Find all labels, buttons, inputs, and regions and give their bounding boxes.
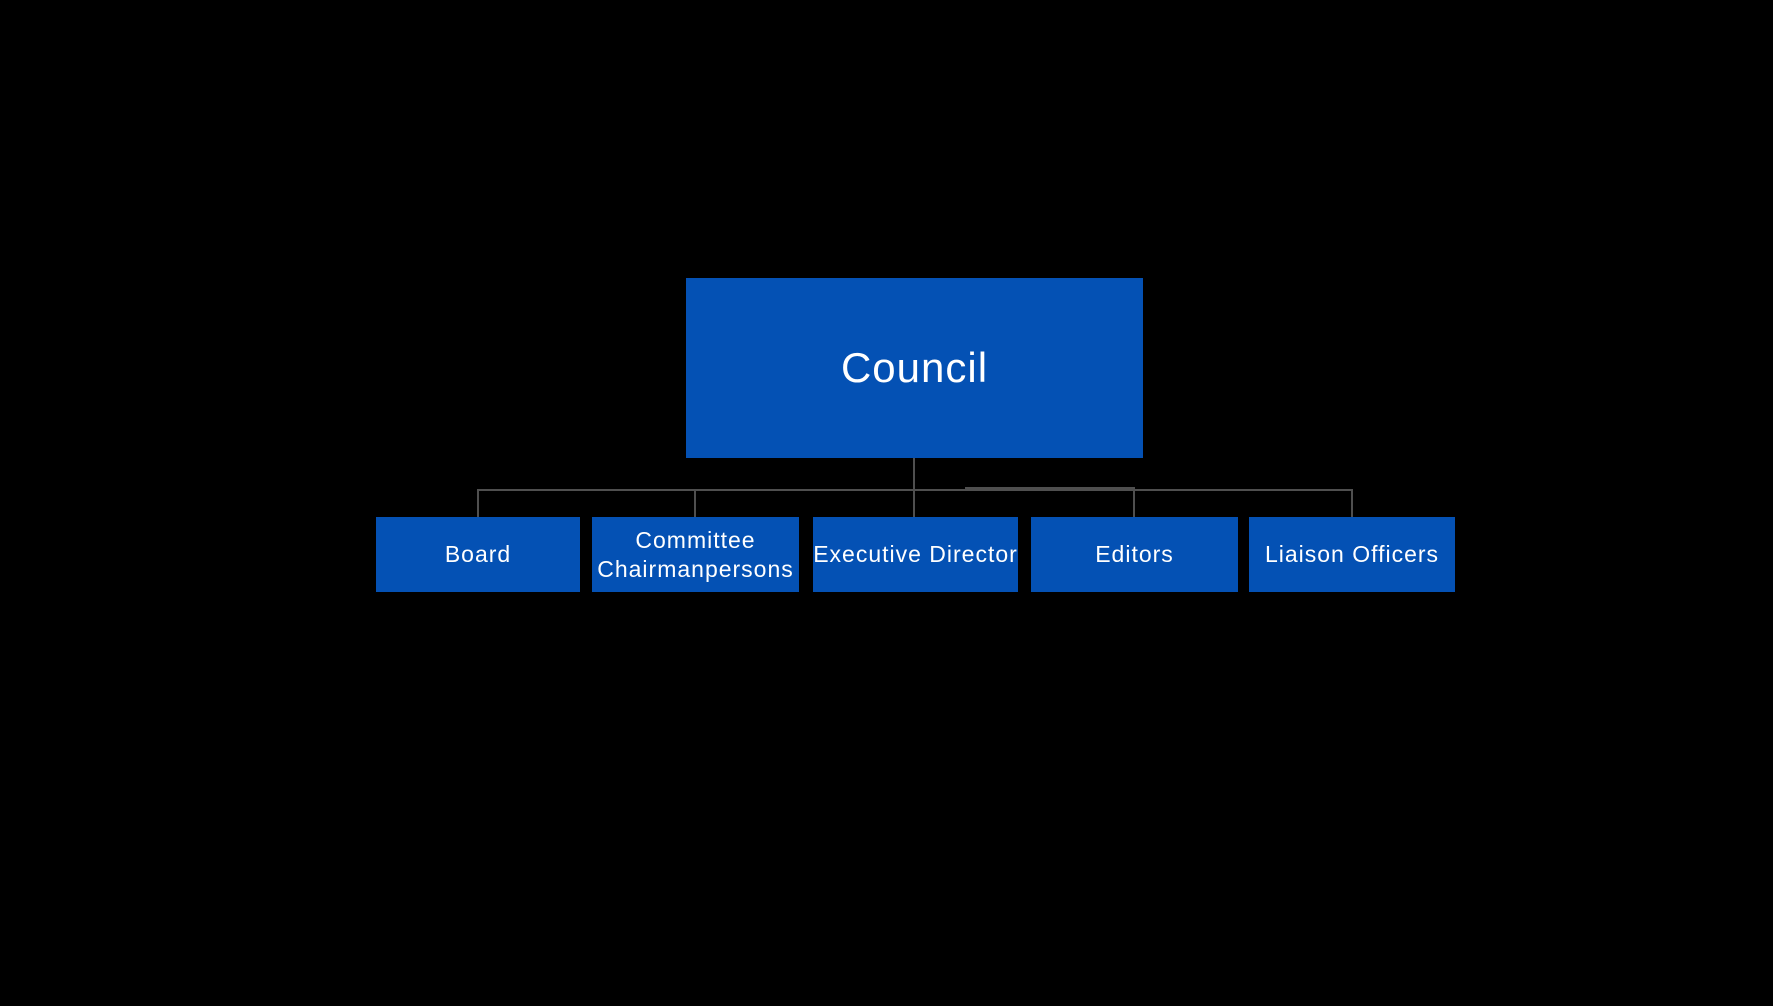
connector-drop-liaison	[1351, 490, 1353, 517]
connector-horizontal-rail	[477, 489, 1353, 491]
org-node-editors-label: Editors	[1095, 541, 1174, 568]
org-node-editors[interactable]: Editors	[1031, 517, 1238, 592]
org-node-liaison-officers-label: Liaison Officers	[1264, 541, 1440, 568]
org-node-board-label: Board	[444, 541, 512, 568]
org-node-board[interactable]: Board	[376, 517, 580, 592]
connector-council-drop	[913, 458, 915, 517]
connector-horizontal-rail-editors-segment	[965, 487, 1135, 489]
org-node-executive-director[interactable]: Executive Director	[813, 517, 1018, 592]
org-node-liaison-officers[interactable]: Liaison Officers	[1249, 517, 1455, 592]
org-node-executive-director-label: Executive Director	[813, 541, 1018, 568]
org-node-committee-chairmanpersons-label: Committee Chairmanpersons	[597, 526, 794, 582]
org-node-council[interactable]: Council	[686, 278, 1143, 458]
connector-drop-editors	[1133, 490, 1135, 517]
org-node-committee-chairmanpersons[interactable]: Committee Chairmanpersons	[592, 517, 799, 592]
connector-drop-board	[477, 490, 479, 517]
org-node-council-label: Council	[840, 344, 989, 391]
connector-drop-committee	[694, 490, 696, 517]
